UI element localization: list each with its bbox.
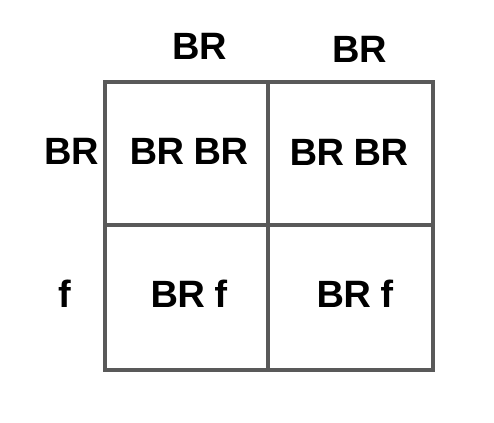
- row-header-2: f: [58, 274, 71, 316]
- cell-r2-c2: BR f: [316, 274, 393, 316]
- column-header-2: BR: [332, 29, 386, 71]
- column-header-1: BR: [172, 26, 226, 68]
- cell-r1-c1: BR BR: [129, 131, 248, 173]
- cell-r1-c2: BR BR: [289, 132, 408, 174]
- grid-horizontal-divider: [103, 223, 435, 227]
- cell-r2-c1: BR f: [150, 274, 227, 316]
- row-header-1: BR: [44, 131, 98, 173]
